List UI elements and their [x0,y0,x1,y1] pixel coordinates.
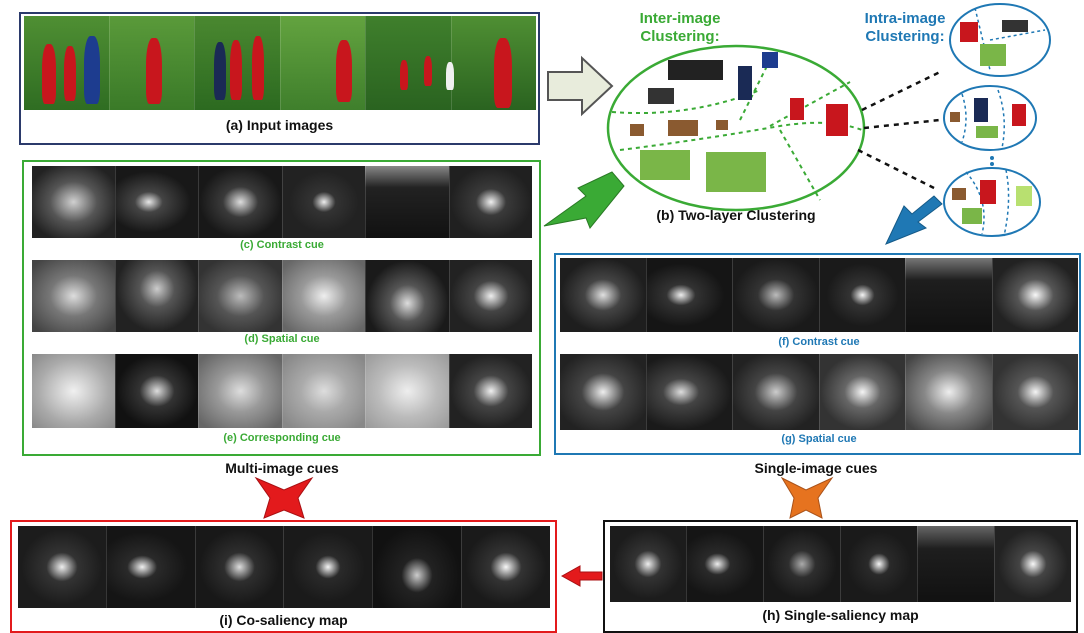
green-arrow-icon [543,171,625,229]
single-saliency-panel [603,520,1078,633]
blue-arrow-icon [885,195,943,245]
intra-cluster-1 [949,3,1051,77]
single-image-cues-panel [554,253,1081,455]
multi-image-cues-label: Multi-image cues [225,460,339,476]
intra-connection-lines [857,70,941,192]
input-image-5 [365,16,451,110]
spatial-cue-multi-strip [32,260,532,332]
orange-arrow-icon [780,476,834,519]
inter-image-label-2: Clustering: [640,28,720,45]
caption-single-saliency-map: (h) Single-saliency map [762,607,919,623]
caption-contrast-cue-multi: (c) Contrast cue [240,239,324,251]
intra-cluster-3 [943,167,1041,237]
co-saliency-panel [10,520,557,633]
intra-image-label-2: Clustering: [865,28,945,45]
input-players [24,16,536,110]
inter-image-cluster-ellipse [606,44,866,212]
hollow-arrow-icon [547,55,614,117]
contrast-cue-multi-strip [32,166,532,238]
multi-image-cues-panel [22,160,541,456]
input-image-6 [450,16,536,110]
intra-image-label-1: Intra-image [864,10,946,27]
caption-two-layer-clustering: (b) Two-layer Clustering [656,207,816,223]
caption-contrast-cue-single: (f) Contrast cue [778,336,860,348]
single-saliency-strip [610,526,1071,602]
co-saliency-strip [18,526,550,608]
contrast-cue-single-strip [560,258,1078,332]
caption-input-images: (a) Input images [225,117,334,133]
single-image-cues-label: Single-image cues [754,460,878,476]
red-arrow-icon [254,476,314,519]
intra-cluster-2 [943,85,1037,151]
small-red-arrow-icon [560,565,603,587]
caption-corresponding-cue: (e) Corresponding cue [223,432,341,444]
inter-image-label-1: Inter-image [639,10,721,27]
caption-spatial-cue-multi: (d) Spatial cue [244,333,320,345]
corresponding-cue-strip [32,354,532,428]
caption-spatial-cue-single: (g) Spatial cue [781,433,857,445]
input-images-panel [19,12,540,145]
caption-co-saliency-map: (i) Co-saliency map [219,612,348,628]
spatial-cue-single-strip [560,354,1078,430]
